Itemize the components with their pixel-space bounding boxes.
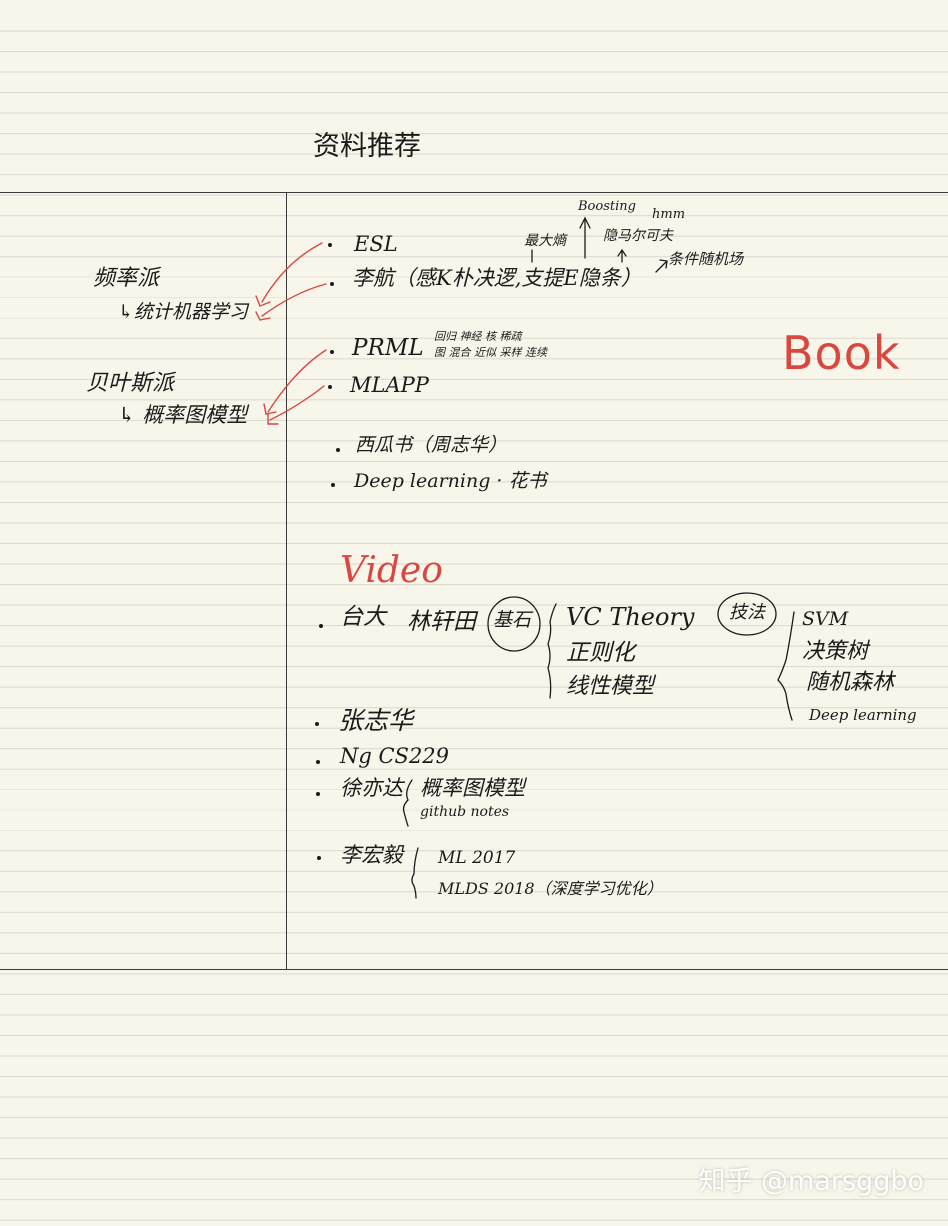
arrow-lihang xyxy=(261,283,327,317)
arrow-lihang-head xyxy=(255,311,271,321)
book-mlapp: MLAPP xyxy=(350,373,429,397)
book-section-label: Book xyxy=(782,326,901,380)
arrow-crf xyxy=(655,259,668,273)
video-basic: 基石 xyxy=(493,609,532,631)
column-divider xyxy=(286,192,287,970)
basic-item: 正则化 xyxy=(566,640,635,666)
arrow-esl-head xyxy=(255,295,271,307)
arrow-prml xyxy=(267,349,327,413)
book-esl: ESL xyxy=(354,232,398,256)
frequentist-sub: ↳统计机器学习 xyxy=(118,301,248,323)
arrow-hmm xyxy=(617,248,627,263)
video-section-label: Video xyxy=(340,550,443,591)
video-tech: 技法 xyxy=(729,602,765,623)
arrow-mlapp-head xyxy=(267,413,279,425)
bayesian-sub: ↳ 概率图模型 xyxy=(118,403,248,427)
video-xu: 徐亦达 xyxy=(340,776,403,800)
note-prml-1: 回归 神经 核 稀疏 xyxy=(434,330,522,343)
note-hmm: hmm xyxy=(652,207,686,222)
tech-item: Deep learning xyxy=(809,706,917,724)
note-maxent: 最大熵 xyxy=(524,233,566,249)
note-prml-2: 图 混合 近似 采样 连续 xyxy=(434,346,547,359)
video-taida: 台大 xyxy=(340,604,386,630)
video-zhang: 张志华 xyxy=(338,706,414,735)
li-item: ML 2017 xyxy=(438,848,516,868)
note-crf: 条件随机场 xyxy=(668,250,744,268)
video-ng: Ng CS229 xyxy=(340,744,450,768)
bullet xyxy=(319,624,323,628)
book-deep-learning: Deep learning · 花书 xyxy=(354,470,547,492)
arrow-mlapp xyxy=(269,385,325,421)
note-hidden-markov: 隐马尔可夫 xyxy=(603,228,673,244)
brace-xu xyxy=(402,779,413,827)
arrow-boosting xyxy=(579,216,591,259)
bullet xyxy=(336,448,340,452)
bullet xyxy=(330,282,334,286)
tech-item: 决策树 xyxy=(802,639,869,664)
bullet xyxy=(315,722,319,726)
arrow-esl xyxy=(261,242,323,303)
note-boosting: Boosting xyxy=(578,199,636,214)
tech-item: 随机森林 xyxy=(806,670,895,695)
xu-item: 概率图模型 xyxy=(420,776,525,800)
video-lin: 林轩田 xyxy=(407,609,476,635)
tech-item: SVM xyxy=(802,608,849,630)
page-title: 资料推荐 xyxy=(313,131,421,162)
bullet xyxy=(328,243,332,247)
bullet xyxy=(328,385,332,389)
brace-basic xyxy=(547,603,557,699)
book-lihang: 李航（感K朴决逻,支提E隐条） xyxy=(352,266,642,290)
book-prml: PRML xyxy=(352,335,424,361)
li-item: MLDS 2018（深度学习优化） xyxy=(438,879,663,898)
basic-item: VC Theory xyxy=(566,603,695,631)
book-xigua: 西瓜书（周志华） xyxy=(355,434,508,456)
arrow-prml-head xyxy=(263,403,277,415)
brace-tech xyxy=(777,611,795,721)
bullet xyxy=(317,856,321,860)
bullet xyxy=(316,792,320,796)
frequentist-label: 频率派 xyxy=(93,266,160,291)
basic-item: 线性模型 xyxy=(566,674,655,699)
table-bottom-rule xyxy=(0,969,948,970)
bayesian-label: 贝叶斯派 xyxy=(86,371,175,396)
xu-item: github notes xyxy=(420,804,510,820)
bullet xyxy=(330,350,334,354)
bullet xyxy=(331,483,335,487)
bullet xyxy=(316,760,320,764)
brace-li xyxy=(411,847,419,899)
video-li: 李宏毅 xyxy=(340,843,403,867)
table-top-rule xyxy=(0,192,948,193)
zhihu-watermark: 知乎 @marsggbo xyxy=(698,1166,924,1197)
